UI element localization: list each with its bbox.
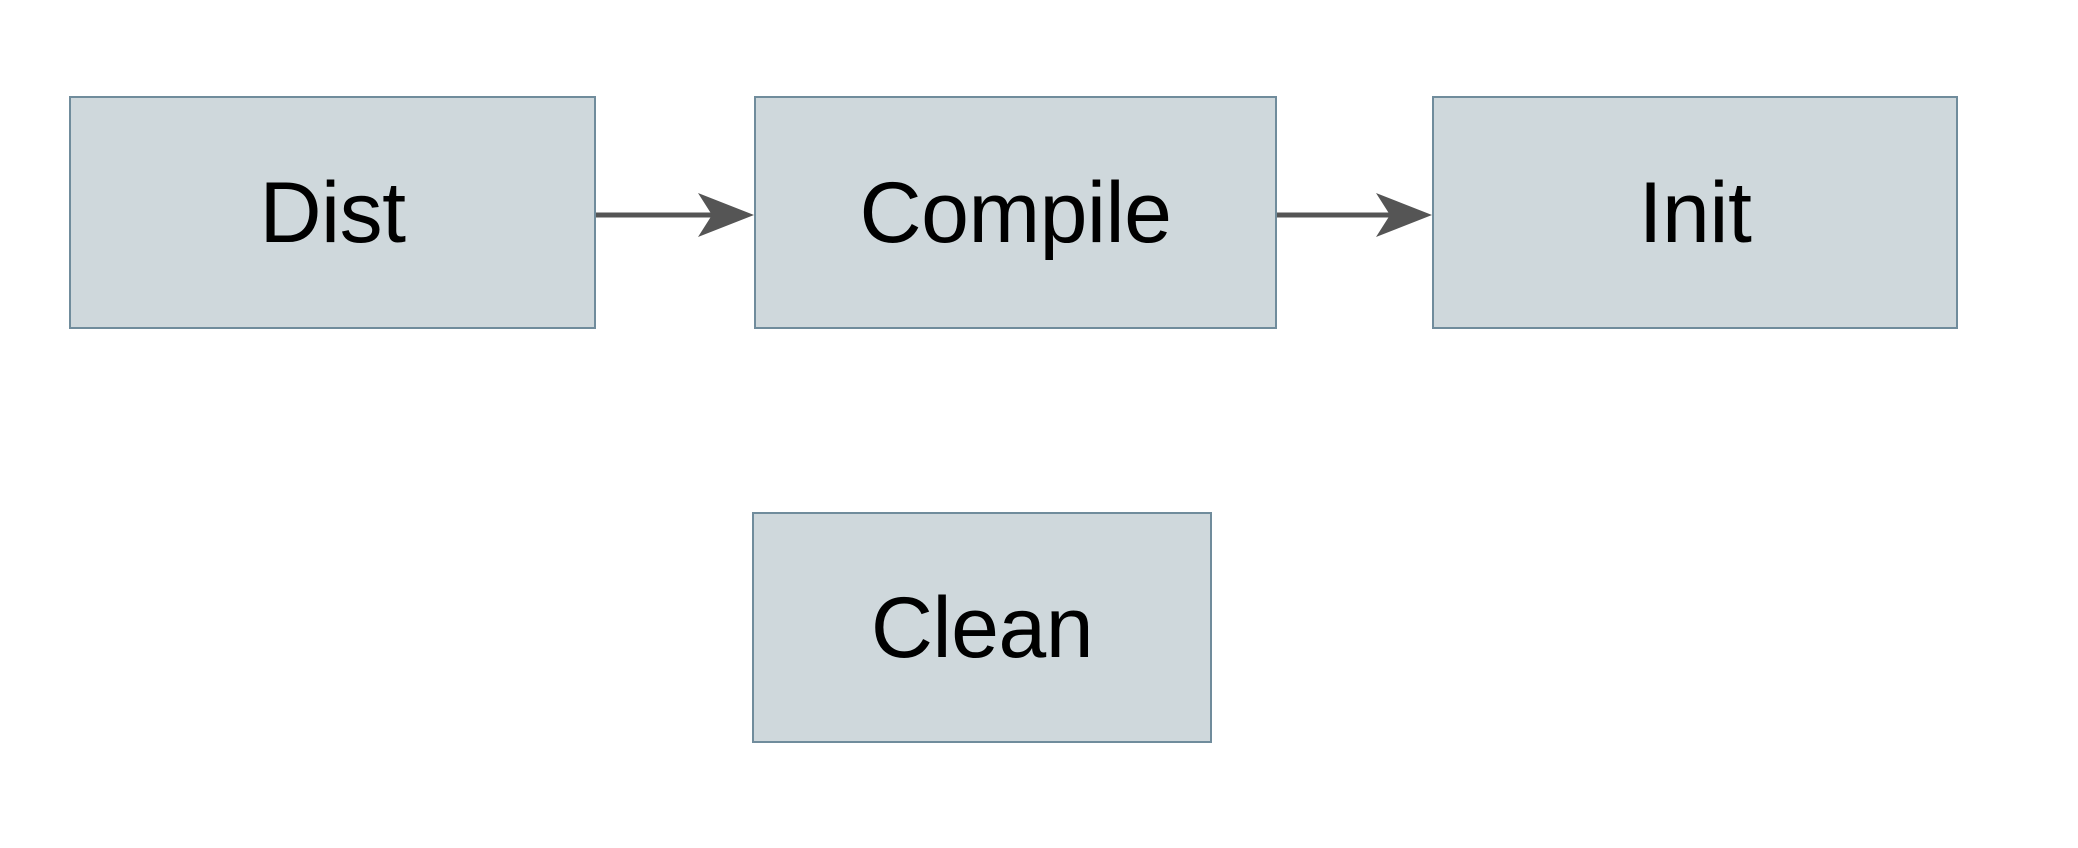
node-clean-label: Clean <box>870 579 1094 676</box>
edge-dist-to-compile-svg <box>596 193 754 237</box>
edge-compile-to-init-svg <box>1277 193 1432 237</box>
node-clean[interactable]: Clean <box>752 512 1212 743</box>
node-init[interactable]: Init <box>1432 96 1958 329</box>
node-compile-label: Compile <box>859 164 1172 261</box>
node-compile[interactable]: Compile <box>754 96 1277 329</box>
edge-compile-to-init[interactable] <box>1277 185 1432 245</box>
arrowhead-icon <box>698 193 754 237</box>
node-dist-label: Dist <box>259 164 406 261</box>
node-init-label: Init <box>1638 164 1752 261</box>
edge-dist-to-compile[interactable] <box>596 185 754 245</box>
node-dist[interactable]: Dist <box>69 96 596 329</box>
arrowhead-icon <box>1376 193 1432 237</box>
